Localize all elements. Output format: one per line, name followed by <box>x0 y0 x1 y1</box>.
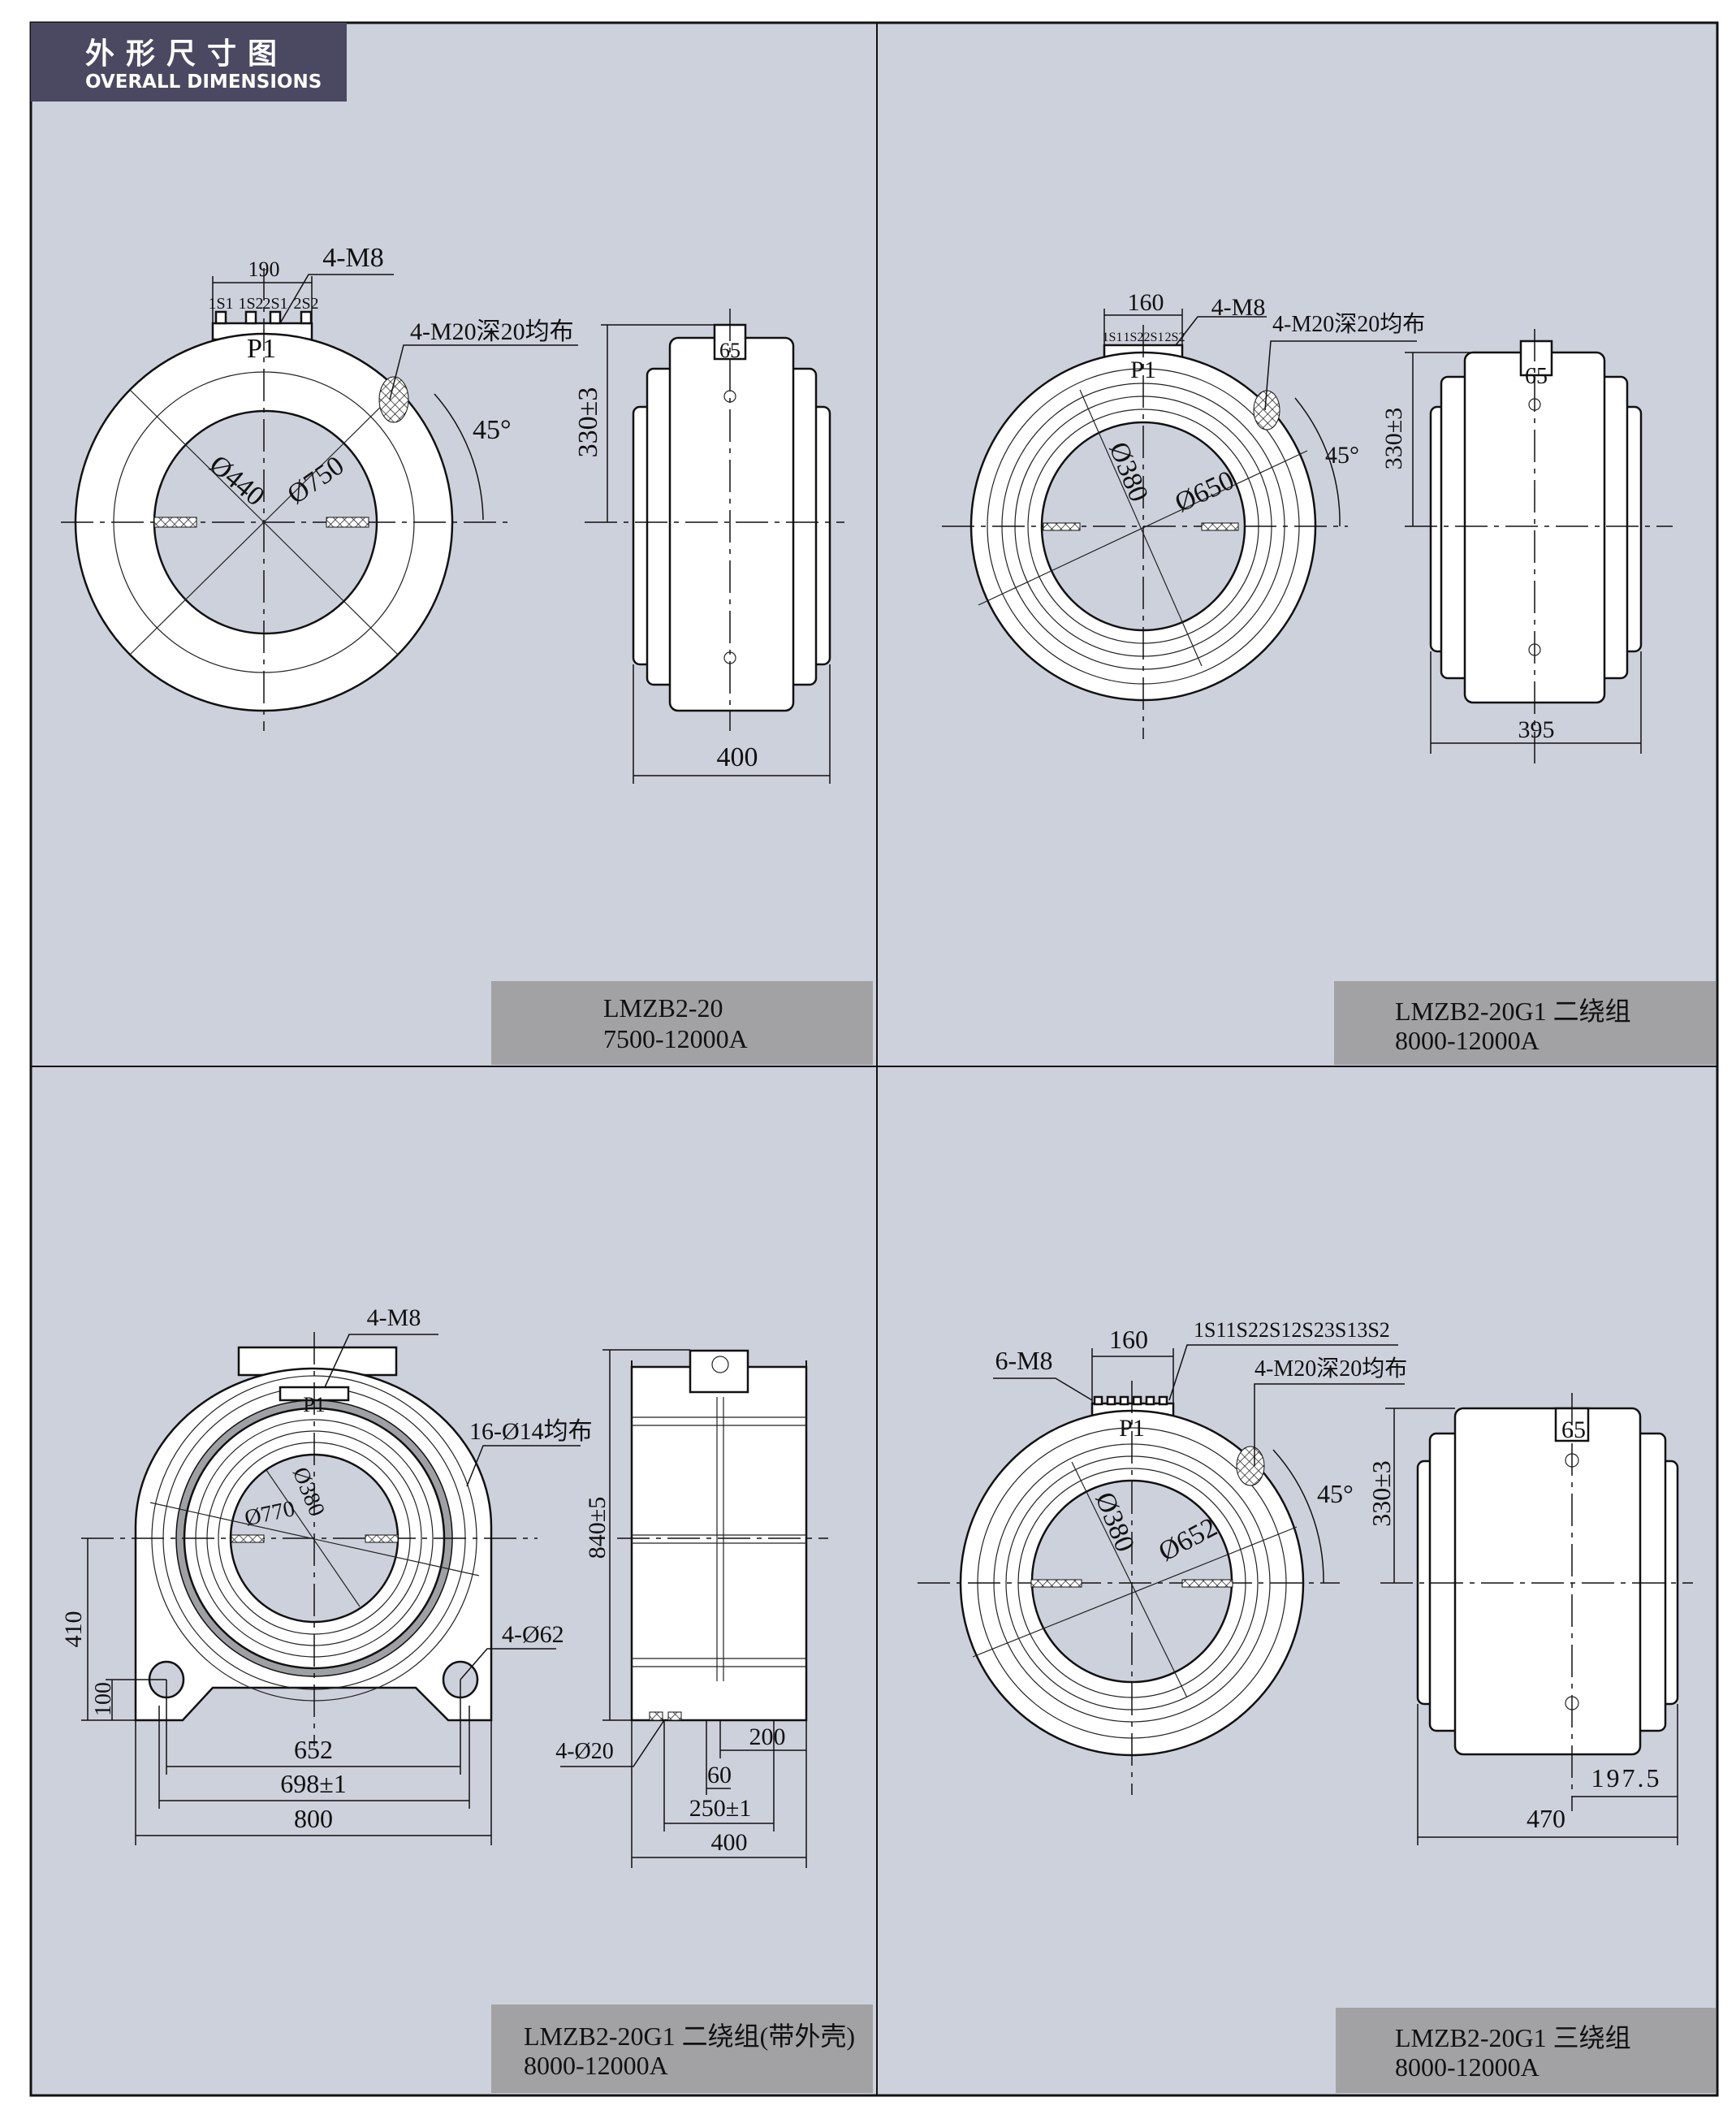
bolts-label: 4-M8 <box>1211 294 1266 321</box>
current-range: 7500-12000A <box>603 1024 748 1053</box>
panel-lmzb2-20g1-two-winding: 1S1 1S2 2S1 2S2 160 4-M8 P1 4-M20深20均布 4… <box>942 289 1716 1065</box>
primary-label: P1 <box>1130 357 1156 383</box>
mounting-bar-right <box>326 517 369 528</box>
current-range: 8000-12000A <box>1395 2052 1540 2082</box>
bolts-label: 4-M8 <box>322 243 384 273</box>
terminal-label: 2S1 <box>262 295 287 313</box>
dim-200: 200 <box>749 1723 786 1750</box>
current-range: 8000-12000A <box>1395 1026 1540 1055</box>
mount-holes-label: 4-M20深20均布 <box>410 318 574 345</box>
offset-label: 197.5 <box>1591 1763 1662 1793</box>
panel-lmzb2-20: 1S1 1S2 2S1 2S2 190 4-M8 P1 4-M20深20均布 4… <box>61 243 873 1065</box>
dim-terminal-span: 160 <box>1109 1325 1148 1354</box>
angle-label: 45° <box>1317 1479 1354 1508</box>
mount-holes-label: 4-M20深20均布 <box>1254 1356 1407 1382</box>
width-label: 470 <box>1527 1804 1565 1833</box>
panel-lmzb2-20g1-three-winding: 160 6-M8 1S11S22S12S23S13S2 P1 4-M20深20均… <box>918 1318 1716 2093</box>
width-label: 400 <box>717 742 758 772</box>
caption-box: LMZB2-20 7500-12000A <box>491 981 873 1065</box>
caption-box: LMZB2-20G1 二绕组 8000-12000A <box>1334 981 1716 1065</box>
title-english: OVERALL DIMENSIONS <box>85 71 322 93</box>
height-label: 840±5 <box>584 1497 611 1559</box>
tab-width: 65 <box>1525 364 1548 389</box>
terminal-bolts <box>1093 1395 1168 1406</box>
terminal-label: 1S1 <box>208 295 233 313</box>
terminal-label: 2S1 <box>1144 331 1164 344</box>
center-height: 410 <box>60 1611 87 1648</box>
terminal-bolts <box>214 310 313 325</box>
dim-terminal-span: 190 <box>248 257 280 281</box>
front-view: 4-M8 P1 16-Ø14均布 Ø380 Ø770 410 100 4-Ø62… <box>60 1304 593 1845</box>
height-label: 330±3 <box>1380 408 1407 469</box>
mount-holes-label: 4-M20深20均布 <box>1272 311 1425 337</box>
terminals-label: 1S11S22S12S23S13S2 <box>1194 1318 1390 1342</box>
tab-width: 65 <box>719 339 741 362</box>
title-block: 外形尺寸图 OVERALL DIMENSIONS <box>31 23 347 102</box>
terminal-label: 2S2 <box>1165 331 1185 344</box>
terminal-label: 1S2 <box>238 295 263 313</box>
front-view: 1S1 1S2 2S1 2S2 190 4-M8 P1 4-M20深20均布 4… <box>61 243 578 731</box>
width-label: 395 <box>1518 716 1555 743</box>
dim-698: 698±1 <box>280 1769 347 1798</box>
model-name: LMZB2-20G1 三绕组 <box>1395 2023 1631 2052</box>
mounting-bar-left <box>153 517 197 528</box>
tab-width: 65 <box>1561 1416 1586 1443</box>
dim-250: 250±1 <box>689 1795 751 1822</box>
panel-lmzb2-20g1-with-housing: 4-M8 P1 16-Ø14均布 Ø380 Ø770 410 100 4-Ø62… <box>60 1304 873 2093</box>
primary-label: P1 <box>1119 1415 1145 1442</box>
model-name: LMZB2-20G1 二绕组 <box>1395 997 1631 1026</box>
foot-hole-height: 100 <box>91 1682 116 1716</box>
width-label: 400 <box>711 1829 748 1856</box>
terminal-label: 1S2 <box>1124 331 1144 344</box>
front-view: 1S1 1S2 2S1 2S2 160 4-M8 P1 4-M20深20均布 4… <box>942 289 1425 739</box>
side-view: 65 330±3 400 <box>573 309 844 784</box>
height-label: 330±3 <box>573 387 603 458</box>
angle-label: 45° <box>1325 442 1359 469</box>
terminal-label: 2S2 <box>293 295 318 313</box>
dim-terminal-span: 160 <box>1128 289 1164 316</box>
foot-holes-label: 4-Ø62 <box>502 1621 564 1648</box>
side-view: 840±5 4-Ø20 200 60 250±1 400 <box>555 1349 828 1868</box>
primary-label: P1 <box>247 334 276 364</box>
side-view: 65 330±3 395 <box>1380 329 1673 763</box>
dim-652: 652 <box>294 1735 333 1764</box>
bolts-label: 4-M8 <box>367 1304 421 1331</box>
base-holes-label: 4-Ø20 <box>555 1739 614 1764</box>
terminal-label: 1S1 <box>1103 331 1123 344</box>
caption-box: LMZB2-20G1 三绕组 8000-12000A <box>1336 2008 1716 2093</box>
dim-800: 800 <box>294 1804 333 1833</box>
side-view: 65 330±3 197.5 470 <box>1367 1393 1693 1845</box>
caption-box: LMZB2-20G1 二绕组(带外壳) 8000-12000A <box>491 2004 873 2093</box>
bolts-label: 6-M8 <box>995 1346 1052 1375</box>
angle-label: 45° <box>473 415 512 445</box>
model-name: LMZB2-20G1 二绕组(带外壳) <box>524 2022 855 2051</box>
primary-label: P1 <box>303 1393 325 1416</box>
title-chinese: 外形尺寸图 <box>85 37 288 71</box>
height-label: 330±3 <box>1367 1460 1396 1527</box>
model-name: LMZB2-20 <box>603 993 723 1023</box>
m20-hole-hatch <box>378 376 409 423</box>
front-view: 160 6-M8 1S11S22S12S23S13S2 P1 4-M20深20均… <box>918 1318 1407 1795</box>
current-range: 8000-12000A <box>524 2051 668 2080</box>
dim-60: 60 <box>707 1762 732 1788</box>
housing-holes-label: 16-Ø14均布 <box>469 1418 593 1445</box>
